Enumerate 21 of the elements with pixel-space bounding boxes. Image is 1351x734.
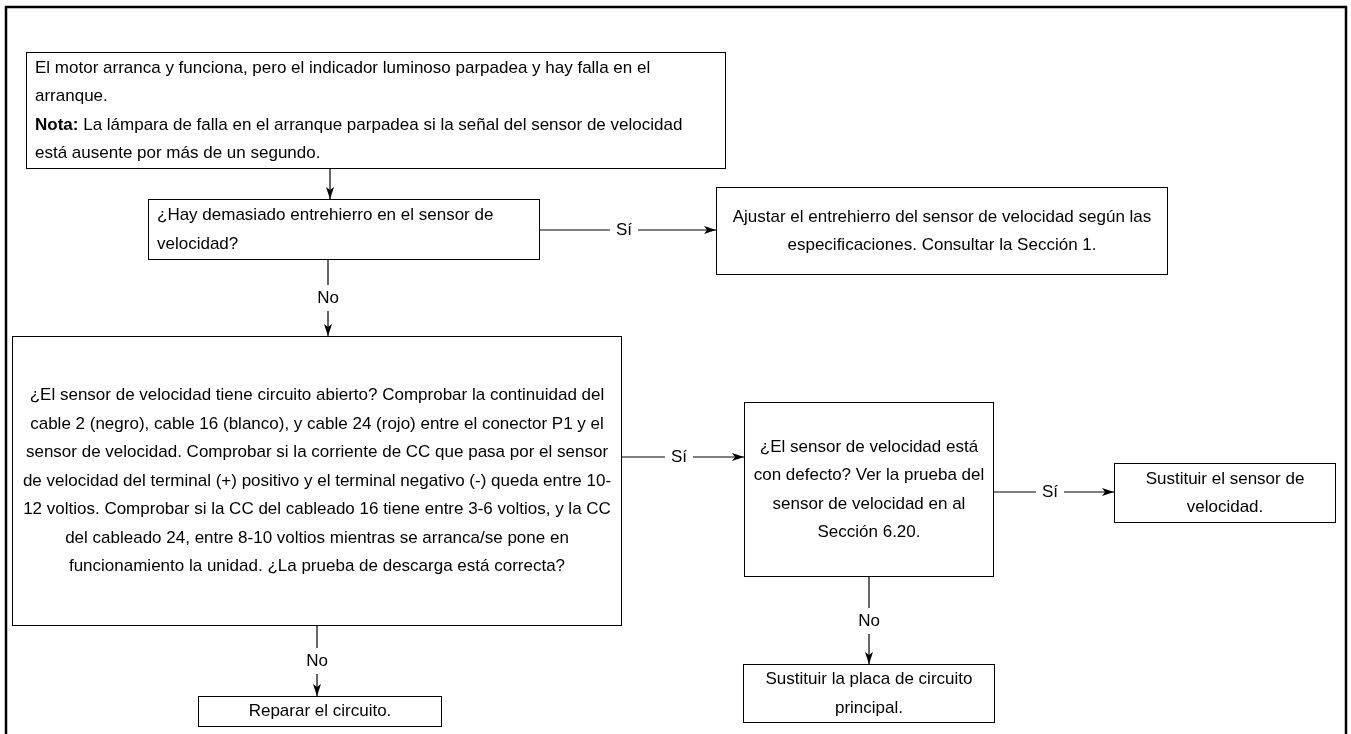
process-box <box>744 402 994 577</box>
process-box <box>743 664 995 723</box>
box-text: Sustituir el sensor de velocidad. <box>1144 467 1306 518</box>
edge-label: No <box>315 285 341 311</box>
box-text: ¿Hay demasiado entrehierro en el sensor de velocidad? <box>157 204 495 255</box>
process-box <box>148 199 540 260</box>
box-text: Nota: La lámpara de falla en el arranque parpadea si la señal del sensor de velocidad está ausente por más de un segundo. <box>35 113 684 164</box>
edge-label: No <box>304 648 330 674</box>
box-text: Sustituir la placa de circuito principal. <box>764 668 974 719</box>
process-box <box>716 187 1168 275</box>
box-text: El motor arranca y funciona, pero el indicador luminoso parpadea y hay falla en el arranque. <box>35 56 652 107</box>
process-box <box>12 336 622 626</box>
process-box <box>1114 463 1336 523</box>
arrow <box>326 168 334 200</box>
box-text: Ajustar el entrehierro del sensor de velocidad según las especificaciones. Consultar la Sección 1. <box>731 205 1153 256</box>
box-text: ¿El sensor de velocidad tiene circuito abierto? Comprobar la continuidad del cable 2 (negro), cable 16 (blanco), y cable 24 (rojo) entre el conector P1 y el sensor de velocidad. Comprobar si la corriente de CC que pasa por el sensor de velocidad del terminal (+) positivo y el terminal negativo (-) queda entre 10-12 voltios. Comprobar si la CC del cableado 16 tiene entre 3-6 voltios, y la CC del cableado 24, entre 8-10 voltios mientras se arranca/se pone en funcionamiento la unidad. ¿La prueba de descarga está correcta? <box>21 384 613 578</box>
box-text: Reparar el circuito. <box>247 700 393 723</box>
edge-label: No <box>856 607 882 634</box>
box-text: ¿El sensor de velocidad está con defecto? Ver la prueba del sensor de velocidad en al Sección 6.20. <box>753 435 985 543</box>
process-box <box>198 696 442 727</box>
process-box <box>26 52 726 169</box>
